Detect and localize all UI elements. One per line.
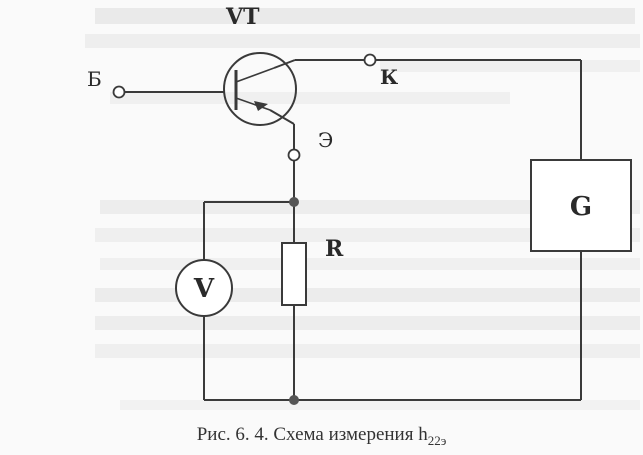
wires <box>124 59 582 401</box>
emitter-label: Э <box>318 128 333 152</box>
junction-node-top <box>289 197 299 207</box>
caption-text: Рис. 6. 4. Схема измерения h <box>196 424 428 445</box>
caption-subscript: 22э <box>427 432 447 448</box>
junction-node-bottom <box>289 395 299 405</box>
generator-symbol <box>530 159 632 252</box>
emitter-arrow-icon <box>254 101 268 111</box>
transistor-body <box>223 52 297 126</box>
voltmeter-label: V <box>193 274 215 304</box>
base-terminal <box>112 85 126 99</box>
resistor-symbol <box>281 242 307 306</box>
transistor-symbol <box>223 52 297 126</box>
base-label: Б <box>87 67 102 91</box>
transistor-label: VT <box>225 4 260 30</box>
transistor-collector-line <box>235 67 275 83</box>
collector-label: К <box>380 65 398 89</box>
voltmeter-symbol <box>175 259 233 317</box>
emitter-terminal <box>287 148 301 162</box>
figure-caption: Рис. 6. 4. Схема измерения h22э <box>0 424 643 449</box>
generator-label: G <box>570 192 592 222</box>
resistor-label: R <box>325 236 344 262</box>
bleed-through-background <box>85 8 640 410</box>
transistor-emitter-line <box>235 97 271 111</box>
collector-terminal <box>363 53 377 67</box>
terminals <box>112 53 377 162</box>
